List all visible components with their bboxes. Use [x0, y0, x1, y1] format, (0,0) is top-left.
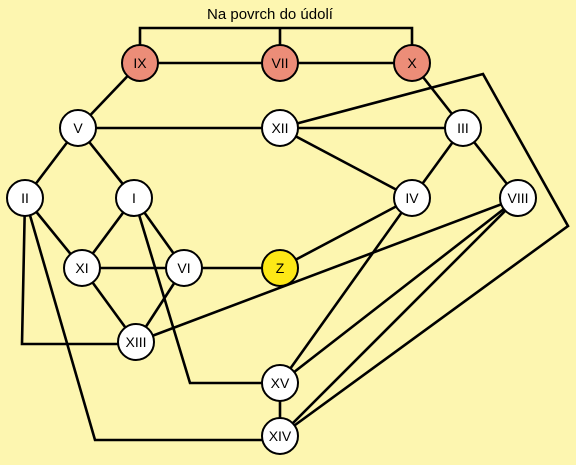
node-label-VII: VII: [271, 55, 288, 71]
node-label-XIV: XIV: [269, 428, 292, 444]
node-label-II: II: [21, 190, 29, 206]
node-label-XII: XII: [271, 120, 288, 136]
node-III: III: [444, 109, 482, 147]
edge-VIII-XIV: [279, 197, 519, 437]
node-VIII: VIII: [499, 179, 537, 217]
node-V: V: [59, 109, 97, 147]
node-XII: XII: [261, 109, 299, 147]
node-I: I: [115, 179, 153, 217]
node-X: X: [393, 44, 431, 82]
node-label-XIII: XIII: [125, 334, 146, 350]
edge-II-XIV: [23, 197, 280, 442]
node-circle-VII: [261, 44, 299, 82]
node-circle-XIII: [117, 323, 155, 361]
edge-XII-XIV: [279, 72, 570, 438]
node-IV: IV: [393, 179, 431, 217]
node-circle-III: [444, 109, 482, 147]
node-circle-I: [115, 179, 153, 217]
node-IX: IX: [121, 44, 159, 82]
node-label-III: III: [457, 120, 469, 136]
node-label-VI: VI: [177, 260, 190, 276]
edge-XIII-VIII: [135, 196, 519, 344]
edge-I-XV: [132, 197, 280, 385]
node-circle-V: [59, 109, 97, 147]
node-label-I: I: [132, 190, 136, 206]
node-circle-Z: [261, 249, 299, 287]
node-XV: XV: [261, 364, 299, 402]
node-XIV: XIV: [261, 417, 299, 455]
node-label-IX: IX: [133, 55, 147, 71]
node-label-XV: XV: [271, 375, 290, 391]
node-VII: VII: [261, 44, 299, 82]
node-circle-XI: [63, 249, 101, 287]
node-label-VIII: VIII: [507, 190, 528, 206]
node-circle-XV: [261, 364, 299, 402]
node-circle-X: [393, 44, 431, 82]
node-label-IV: IV: [405, 190, 419, 206]
node-VI: VI: [165, 249, 203, 287]
node-circle-IV: [393, 179, 431, 217]
node-circle-XIV: [261, 417, 299, 455]
edge-VIII-XV: [279, 196, 519, 385]
node-XIII: XIII: [117, 323, 155, 361]
edge-II-XIII: [20, 197, 136, 346]
node-circle-IX: [121, 44, 159, 82]
node-circle-VI: [165, 249, 203, 287]
node-Z: Z: [261, 249, 299, 287]
node-label-XI: XI: [75, 260, 88, 276]
node-circle-VIII: [499, 179, 537, 217]
node-label-V: V: [73, 120, 83, 136]
edge-XII-IV: [279, 126, 413, 200]
edge-Z-IV: [279, 196, 413, 270]
node-label-X: X: [407, 55, 417, 71]
node-label-Z: Z: [276, 260, 285, 276]
node-XI: XI: [63, 249, 101, 287]
edge-IV-XV: [278, 197, 414, 384]
node-circle-XII: [261, 109, 299, 147]
node-circle-II: [6, 179, 44, 217]
node-II: II: [6, 179, 44, 217]
diagram-title: Na povrch do údolí: [207, 6, 334, 23]
